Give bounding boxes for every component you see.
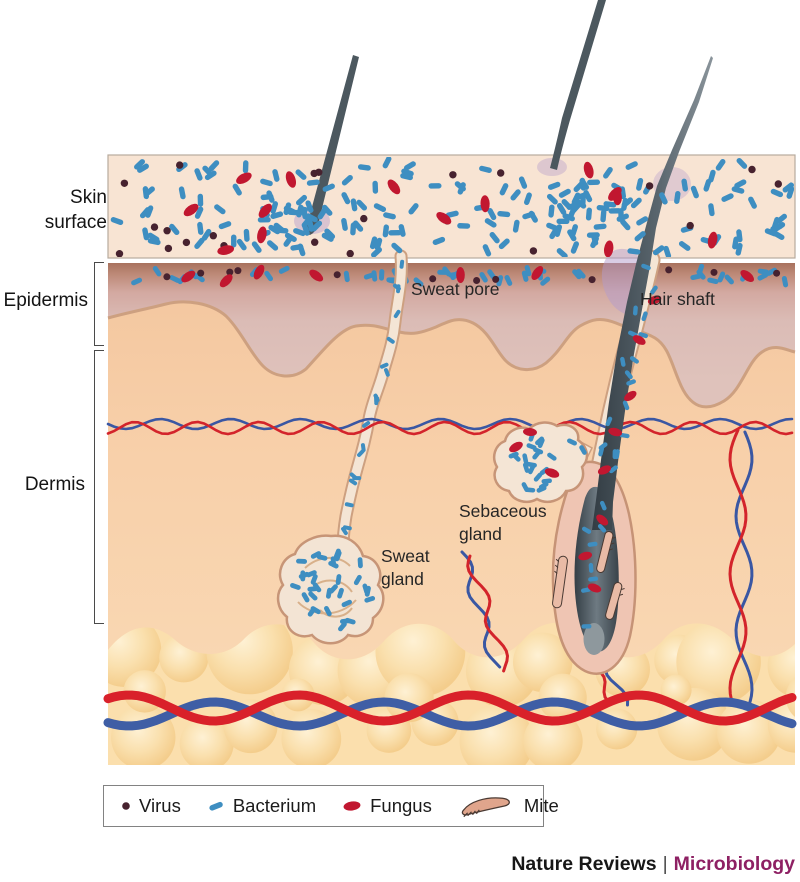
- label-skin-surface-line1: Skin: [70, 187, 107, 208]
- credit-publication: Nature Reviews: [511, 853, 657, 875]
- legend-item-mite: Mite: [458, 793, 559, 819]
- legend-label-bacterium: Bacterium: [232, 795, 317, 816]
- label-hair-shaft: Hair shaft: [640, 289, 715, 309]
- label-dermis: Dermis: [24, 474, 85, 495]
- sebaceous-gland-microbes: [508, 427, 587, 493]
- sweat-gland-coils: [297, 557, 357, 618]
- virus-icon: [122, 802, 130, 810]
- hair-shaft: [592, 56, 713, 530]
- label-sebaceous-gland: Sebaceous gland: [459, 500, 547, 546]
- bacterium-icon: [209, 801, 223, 811]
- legend-label-mite: Mite: [523, 795, 559, 816]
- mites: [552, 530, 625, 620]
- dermis-capillaries: [106, 417, 794, 436]
- descending-vessels: [460, 428, 754, 707]
- subcutaneous-vessels: [103, 690, 797, 731]
- follicle-microbes: [578, 263, 662, 629]
- fungus-icon: [343, 801, 361, 811]
- stratum-corneum-microbes: [131, 263, 789, 288]
- label-sweat-gland-line1: Sweat: [381, 546, 430, 566]
- mite-icon: [461, 797, 510, 818]
- sweat-gland-microbes: [290, 548, 376, 632]
- dermal-papilla: [583, 623, 605, 655]
- label-sebaceous-line2: gland: [459, 524, 502, 544]
- legend-item-virus: Virus: [121, 795, 181, 817]
- label-skin-surface: Skin surface: [0, 185, 107, 235]
- credit-journal: Microbiology: [673, 853, 795, 875]
- label-sweat-gland-line2: gland: [381, 569, 424, 589]
- label-sweat-pore: Sweat pore: [411, 279, 500, 299]
- legend-item-bacterium: Bacterium: [207, 795, 316, 817]
- legend-label-virus: Virus: [139, 795, 181, 816]
- legend: Virus Bacterium Fungus Mite: [103, 785, 559, 827]
- epidermis-bracket: [94, 262, 104, 346]
- hair-small-left: [305, 55, 359, 235]
- hair-small-middle: [550, 0, 606, 170]
- journal-credit: Nature Reviews|Microbiology: [511, 853, 795, 876]
- legend-label-fungus: Fungus: [370, 795, 432, 816]
- label-sebaceous-line1: Sebaceous: [459, 501, 547, 521]
- dermal-junction-line: [107, 300, 796, 409]
- legend-item-fungus: Fungus: [342, 795, 432, 817]
- label-sweat-gland: Sweat gland: [381, 545, 430, 591]
- label-skin-surface-line2: surface: [44, 212, 107, 233]
- credit-separator: |: [662, 853, 668, 875]
- label-epidermis: Epidermis: [3, 290, 88, 311]
- dermis-bracket: [94, 350, 104, 624]
- skin-surface-microbes: [110, 157, 794, 257]
